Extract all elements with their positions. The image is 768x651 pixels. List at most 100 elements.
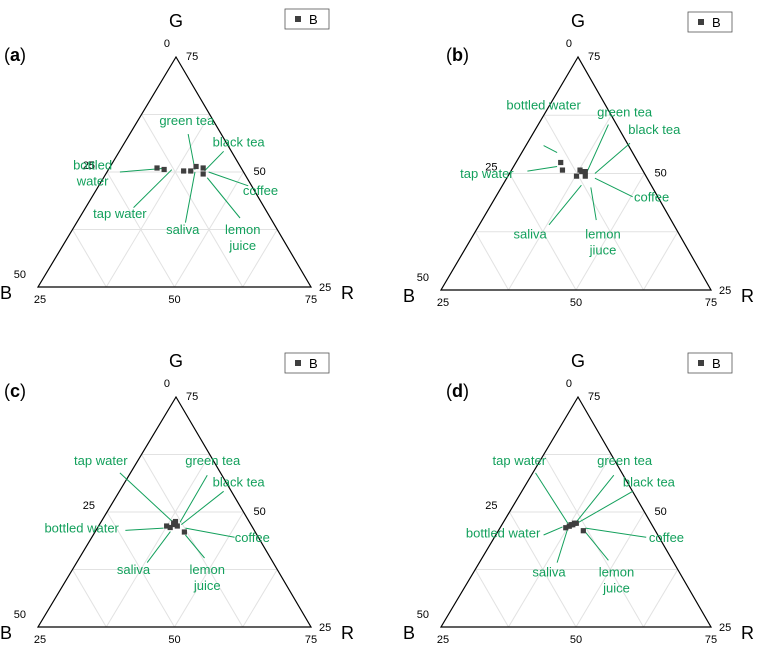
tick-label-bottom-75: 75	[305, 634, 317, 646]
ternary-frame	[36, 55, 313, 288]
grid-line	[242, 229, 278, 288]
data-point	[582, 173, 588, 179]
annotation-label: bottled water	[44, 521, 119, 536]
leader-line	[185, 527, 235, 538]
grid-line	[72, 229, 107, 288]
data-point	[154, 165, 160, 171]
legend-box	[687, 11, 733, 33]
grid-line	[105, 454, 211, 628]
data-point	[582, 169, 588, 175]
data-point	[570, 522, 576, 528]
tick-label-top-75: 75	[588, 391, 600, 403]
grid-line	[141, 454, 244, 628]
tick-label-right-25: 25	[319, 622, 331, 634]
grid-line	[242, 569, 278, 628]
annotation-label: saliva	[513, 227, 547, 242]
leader-line	[594, 142, 631, 174]
legend-label: B	[309, 12, 318, 27]
tick-label-left-50: 50	[417, 272, 429, 284]
data-point	[171, 521, 177, 528]
annotation-label: coffee	[243, 183, 278, 198]
leader-line	[146, 531, 171, 563]
tick-label-left-25: 25	[485, 162, 497, 174]
tick-label-left-50: 50	[14, 609, 26, 621]
annotation-label: saliva	[166, 222, 200, 237]
axis-label-b: B	[403, 286, 415, 306]
leader-line	[527, 166, 558, 172]
axis-label-b: B	[403, 623, 415, 643]
legend-box	[284, 352, 330, 374]
data-point	[181, 168, 187, 174]
tick-label-bottom-25: 25	[437, 297, 449, 309]
tick-label-top-0: 0	[566, 38, 572, 50]
grid-line	[508, 114, 612, 291]
data-point	[193, 163, 199, 170]
axis-label-r: R	[741, 286, 754, 306]
leader-line	[208, 171, 249, 187]
tick-label-bottom-50: 50	[570, 634, 582, 646]
grid-line	[474, 569, 509, 628]
tick-label-right-25: 25	[719, 285, 731, 297]
leader-line	[204, 150, 224, 172]
leader-line	[590, 187, 597, 221]
axis-label-g: G	[571, 11, 585, 31]
legend: B	[687, 11, 733, 33]
data-point	[172, 518, 179, 525]
grid-line	[643, 231, 679, 291]
legend-label: B	[309, 356, 318, 371]
grid-line	[105, 114, 211, 288]
annotation-label: green tea	[159, 113, 215, 128]
data-point	[188, 168, 194, 174]
data-point	[200, 171, 206, 177]
tick-label-right-25: 25	[719, 622, 731, 634]
leader-line	[583, 530, 609, 561]
annotation-label: black tea	[628, 122, 681, 137]
annotation-label: saliva	[532, 564, 566, 579]
data-point	[559, 167, 566, 173]
grid-line	[72, 569, 107, 628]
leader-line	[206, 177, 241, 219]
tick-label-top-75: 75	[588, 51, 600, 63]
legend-label: B	[712, 15, 721, 30]
axis-label-g: G	[571, 351, 585, 371]
annotation-label: bottled water	[506, 97, 581, 112]
leader-line	[594, 177, 633, 198]
legend-marker	[698, 360, 704, 366]
tick-label-right-50: 50	[254, 506, 266, 518]
leader-line	[556, 527, 569, 563]
legend: B	[284, 8, 330, 30]
tick-label-left-50: 50	[14, 269, 26, 281]
annotation-label: tap water	[74, 453, 128, 468]
tick-label-left-50: 50	[417, 609, 429, 621]
legend-label: B	[712, 356, 721, 371]
ternary-frame	[439, 395, 713, 628]
tick-label-bottom-25: 25	[34, 634, 46, 646]
annotation-label: tap water	[93, 206, 147, 221]
panel-label: (c)	[4, 381, 26, 401]
axis-label-r: R	[341, 283, 354, 303]
panel-label: (d)	[446, 381, 469, 401]
tick-label-left-25: 25	[83, 500, 95, 512]
tick-label-top-0: 0	[566, 378, 572, 390]
data-point	[181, 529, 187, 535]
annotation-label: bottled water	[466, 525, 541, 540]
leader-line	[119, 472, 175, 524]
leader-line	[586, 124, 609, 173]
leader-line	[535, 472, 569, 524]
leader-line	[548, 184, 582, 226]
grid-line	[474, 231, 509, 291]
annotation-label: black tea	[213, 135, 266, 150]
annotation-label: black tea	[623, 475, 676, 490]
axis-label-g: G	[169, 351, 183, 371]
ternary-frame	[36, 395, 313, 628]
leader-line	[185, 534, 205, 559]
tick-label-bottom-25: 25	[34, 294, 46, 306]
annotation-label: coffee	[649, 530, 684, 545]
annotation-label: green tea	[597, 104, 653, 119]
annotation-label: coffee	[235, 530, 270, 545]
